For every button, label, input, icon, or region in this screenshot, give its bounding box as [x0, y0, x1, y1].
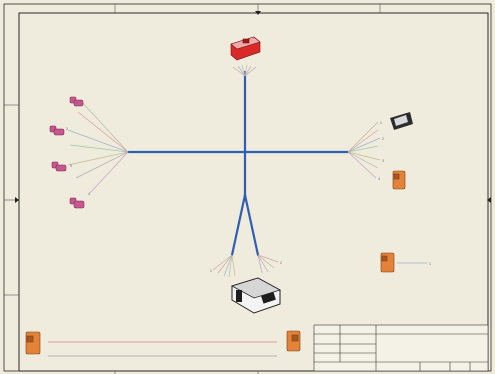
red-connector [230, 36, 261, 61]
large-connector [230, 277, 282, 314]
orange-connector-mid [380, 252, 395, 273]
svg-text:1: 1 [76, 101, 78, 105]
svg-text:3: 3 [70, 164, 72, 168]
center-marks [15, 11, 491, 203]
svg-text:2: 2 [280, 261, 282, 265]
svg-text:2: 2 [382, 137, 384, 141]
orange-connector-bottom-left [25, 331, 41, 355]
pin-labels: 1 2 3 4 1 2 3 4 1 2 1 [66, 101, 431, 273]
svg-text:2: 2 [66, 127, 68, 131]
svg-text:4: 4 [88, 192, 90, 196]
bottom-wires [48, 341, 277, 357]
orange-connector-bottom-right [286, 330, 301, 352]
inner-border [18, 12, 489, 372]
black-connector [390, 112, 413, 130]
svg-text:3: 3 [382, 159, 384, 163]
pink-connector-2 [49, 125, 65, 136]
pink-connector-1 [69, 96, 84, 107]
svg-text:1: 1 [380, 121, 382, 125]
svg-text:4: 4 [378, 177, 380, 181]
title-block [313, 324, 489, 372]
wire-fanouts [67, 64, 427, 278]
harness-trunk [126, 70, 350, 257]
pink-connector-3 [51, 161, 67, 172]
svg-text:1: 1 [429, 262, 431, 266]
svg-text:1: 1 [210, 269, 212, 273]
orange-connector-right [392, 170, 406, 190]
pink-connector-4 [69, 197, 85, 209]
